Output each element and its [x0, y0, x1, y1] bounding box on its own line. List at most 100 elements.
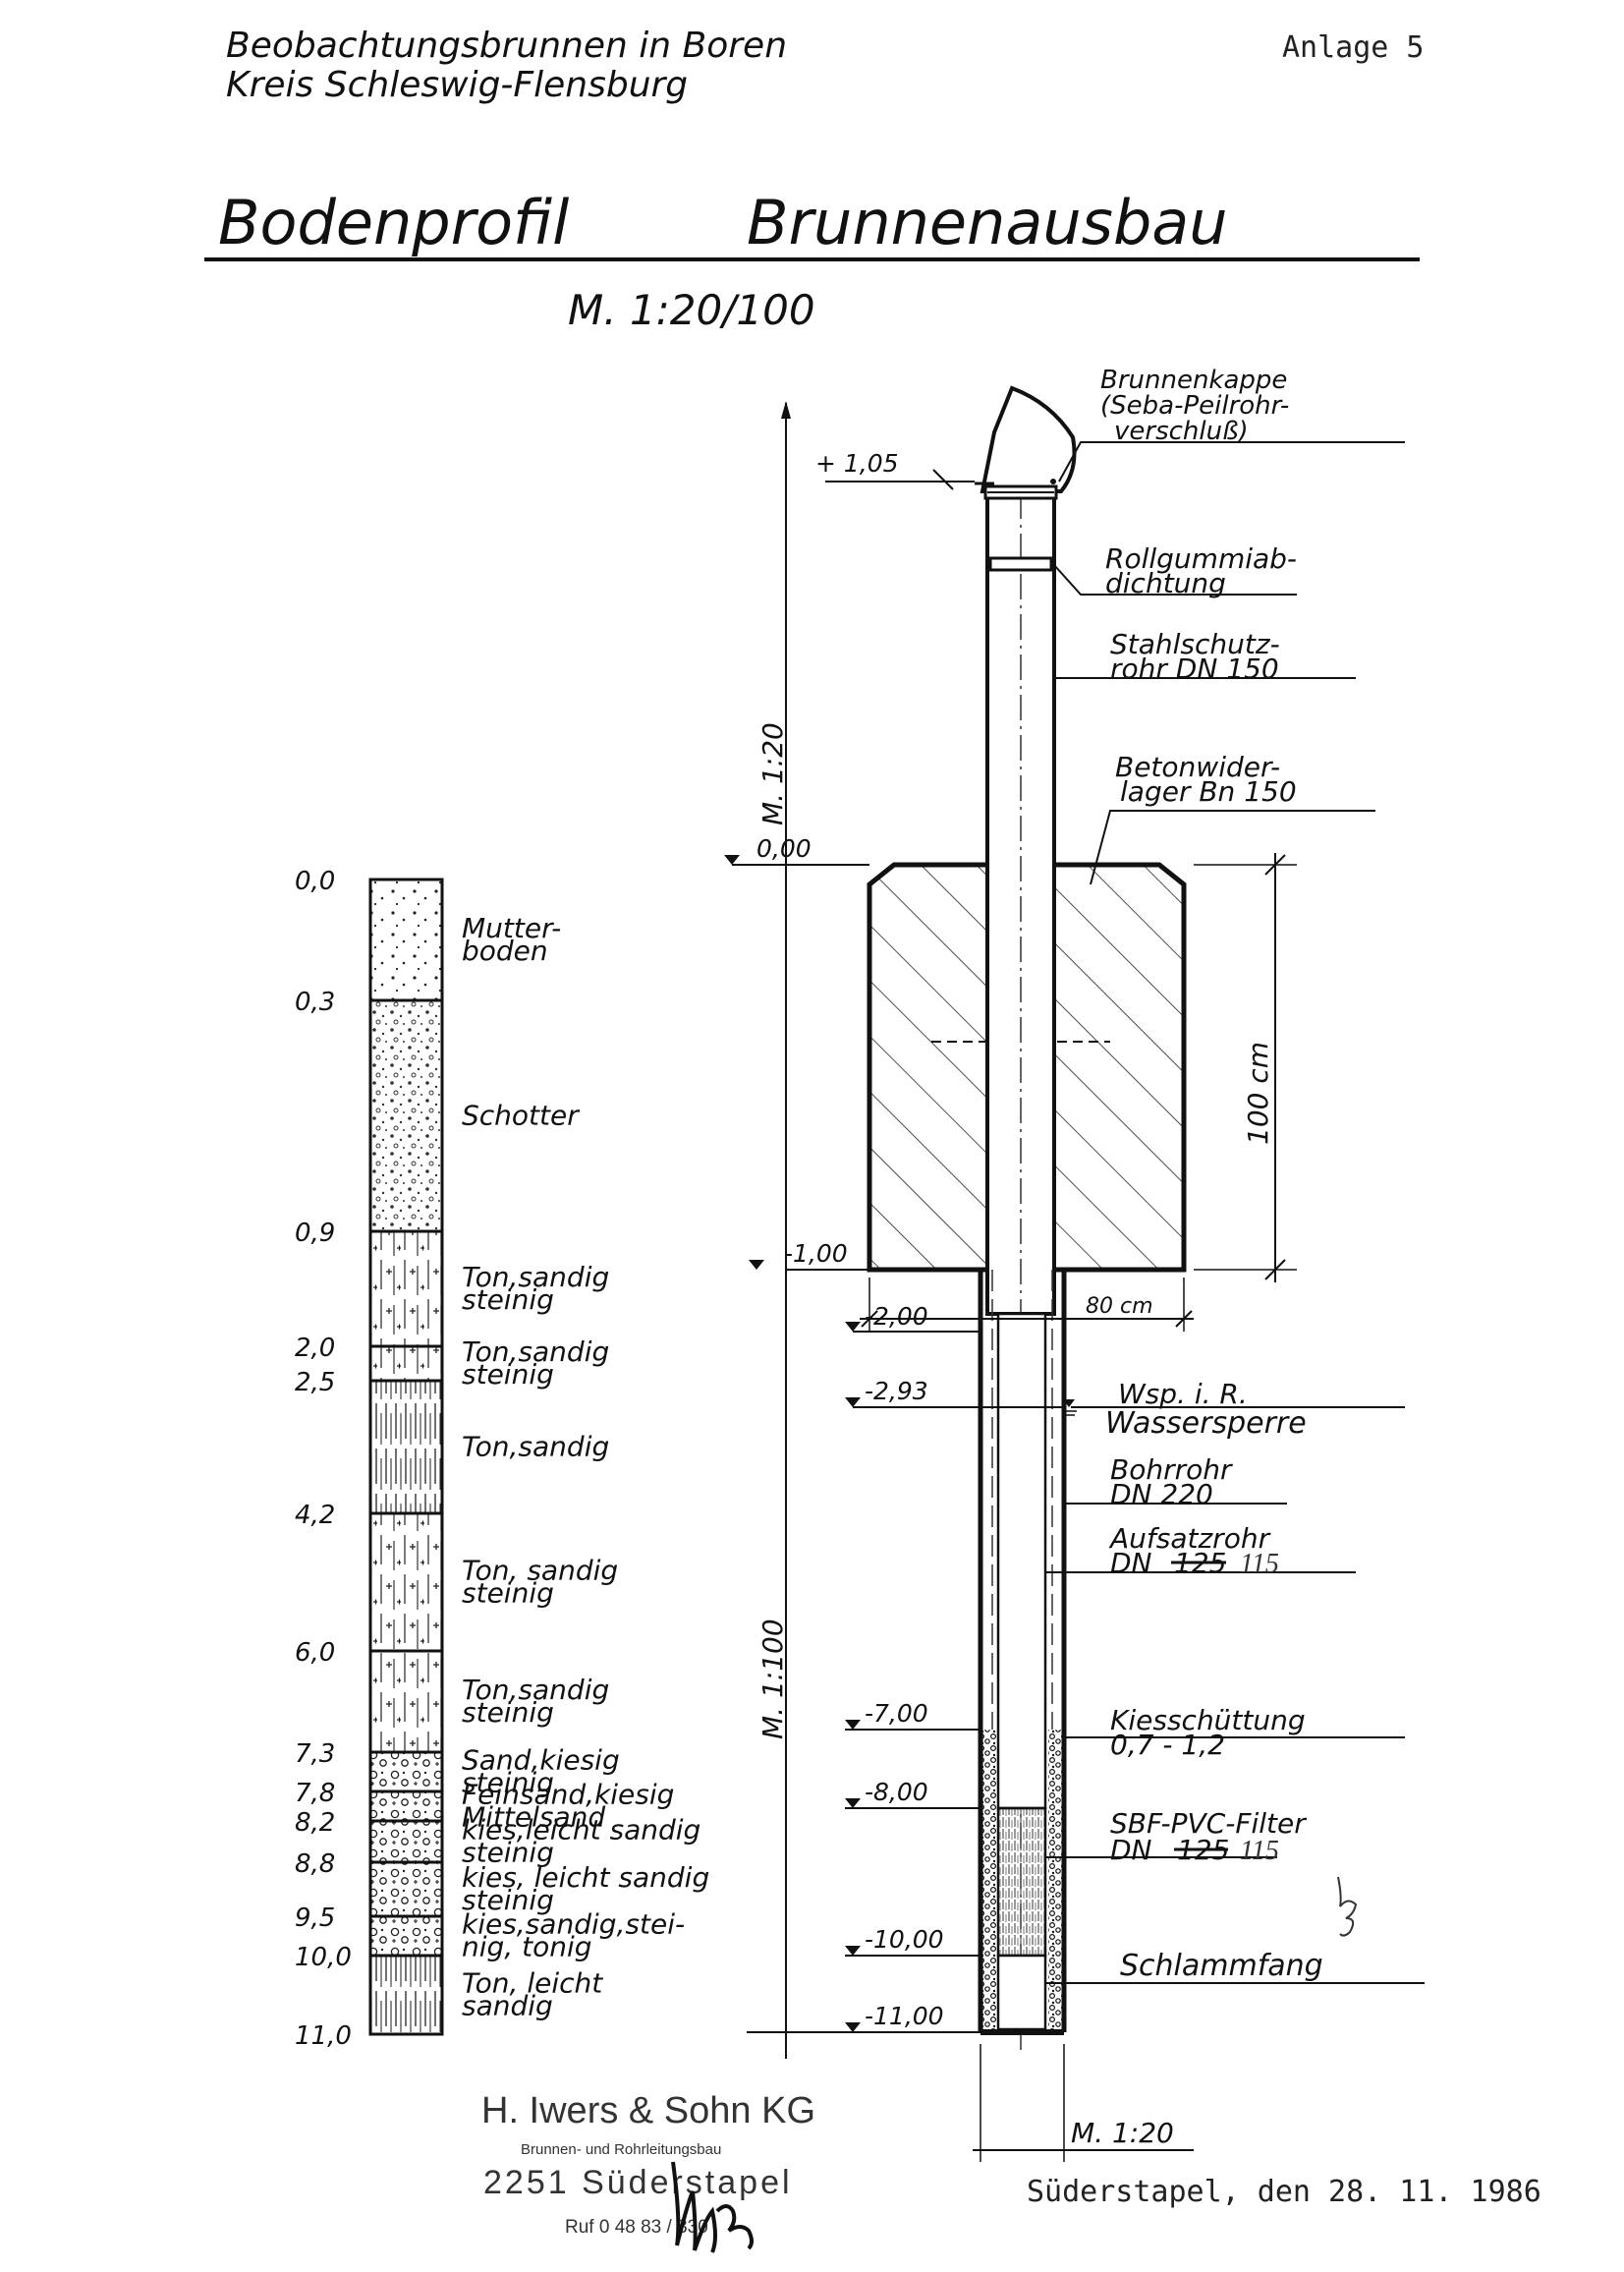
callout-filter: SBF-PVC-Filter	[1110, 1807, 1307, 1840]
level-minus-200: -2,00	[865, 1302, 928, 1331]
callouts: Brunnenkappe (Seba-Peilrohr- verschluß) …	[1100, 366, 1358, 1983]
callout-filter-dn: DN 125 115	[1110, 1834, 1279, 1866]
company-stamp: H. Iwers & Sohn KG Brunnen- und Rohrleit…	[481, 2090, 815, 2253]
soil-layer	[368, 1789, 444, 1823]
callout-water-barrier: Wassersperre	[1105, 1406, 1307, 1441]
rubber-seal	[988, 556, 1053, 572]
depth-label: 0,3	[295, 988, 335, 1017]
dim-width-label: 80 cm	[1086, 1294, 1153, 1319]
depth-label: 7,3	[295, 1739, 335, 1769]
soil-layer	[368, 1860, 444, 1918]
scale-upper: M. 1:20	[756, 722, 789, 825]
stamp-company: H. Iwers & Sohn KG	[481, 2090, 815, 2131]
callout-sump: Schlammfang	[1120, 1949, 1323, 1983]
depth-label: 9,5	[295, 1903, 335, 1933]
soil-layer-label: Schotter	[462, 1100, 580, 1132]
level-minus-1000: -10,00	[865, 1925, 944, 1954]
callout-riser-dn: DN 125 115	[1110, 1547, 1279, 1579]
callout-gravel-pack: Kiesschüttung 0,7 - 1,2	[1110, 1704, 1315, 1761]
level-minus-293: -2,93	[865, 1377, 928, 1405]
soil-layer	[368, 1344, 444, 1383]
soil-layer	[368, 878, 444, 1002]
title: Bodenprofil Brunnenausbau M. 1:20/100	[204, 187, 1420, 334]
well-drawing: M. 1:20 M. 1:100	[724, 385, 1425, 2162]
level-markers	[724, 469, 1064, 2033]
level-labels: + 1,05 0,00 -1,00 -2,00 -2,93 -7,00 -8,0…	[756, 449, 944, 2030]
riser-pipe	[996, 1312, 1047, 1810]
depth-label: 6,0	[295, 1638, 335, 1668]
soil-layer	[368, 1379, 444, 1515]
water-table-mark	[1063, 1399, 1077, 1416]
drawing-scale: M. 1:20/100	[568, 286, 815, 334]
soil-layer	[368, 1914, 444, 1958]
annex-label: Anlage 5	[1282, 30, 1425, 65]
well-cap	[975, 385, 1077, 500]
header-line-2: Kreis Schleswig-Flensburg	[226, 65, 688, 105]
header: Beobachtungsbrunnen in Boren Kreis Schle…	[226, 26, 1425, 105]
depth-label: 10,0	[295, 1943, 352, 1972]
handwritten-initials	[1337, 1876, 1358, 1937]
soil-layer	[368, 1750, 444, 1793]
soil-layer	[368, 1229, 444, 1348]
level-minus-700: -7,00	[865, 1699, 928, 1728]
depth-label: 2,0	[295, 1334, 335, 1363]
callout-leaders	[1045, 441, 1425, 1984]
filter-pipe	[996, 1806, 1047, 1958]
depth-label: 8,8	[295, 1849, 335, 1879]
svg-text:DN: DN	[1110, 1547, 1152, 1579]
depth-label: 8,2	[295, 1808, 335, 1838]
dimension-width: 80 cm	[860, 1278, 1194, 1332]
scale-lower: M. 1:100	[756, 1619, 789, 1739]
level-plus-105: + 1,05	[815, 449, 899, 478]
level-000: 0,00	[756, 834, 812, 863]
soil-layer	[368, 1954, 444, 2036]
place-date: Süderstapel, den 28. 11. 1986	[1027, 2175, 1541, 2209]
signature	[671, 2161, 754, 2253]
svg-text:DN: DN	[1110, 1834, 1152, 1866]
depth-label: 7,8	[295, 1779, 335, 1808]
soil-layer	[368, 998, 444, 1233]
dim-height-label: 100 cm	[1242, 1042, 1274, 1145]
depth-label: 0,0	[295, 867, 335, 896]
callout-concrete: Betonwider- lager Bn 150	[1115, 751, 1297, 808]
title-well-construction: Brunnenausbau	[747, 187, 1228, 258]
soil-layer-label: Mutter-boden	[462, 912, 561, 967]
gravel-pack-right	[1048, 1730, 1062, 2029]
stamp-phone: Ruf 0 48 83 / 330	[565, 2217, 708, 2238]
sump-pipe	[996, 1954, 1047, 2031]
callout-riser-pipe: Aufsatzrohr	[1108, 1522, 1271, 1555]
header-line-1: Beobachtungsbrunnen in Boren	[226, 26, 787, 66]
title-soil-profile: Bodenprofil	[218, 187, 569, 258]
depth-label: 0,9	[295, 1219, 335, 1248]
dimension-bottom: M. 1:20	[973, 2044, 1194, 2162]
filter-dn-new: 115	[1240, 1836, 1279, 1866]
dimension-height: 100 cm	[1194, 853, 1297, 1282]
soil-layer	[368, 1649, 444, 1754]
scale-bottom: M. 1:20	[1071, 2117, 1174, 2149]
soil-layer-label: kies,sandig,stei-nig, tonig	[462, 1908, 685, 1963]
soil-layer	[368, 1511, 444, 1653]
stamp-subtitle: Brunnen- und Rohrleitungsbau	[521, 2141, 721, 2158]
callout-seal: Rollgummiab- dichtung	[1105, 542, 1306, 599]
callout-steel-pipe: Stahlschutz- rohr DN 150	[1110, 628, 1289, 685]
level-minus-1100: -11,00	[865, 2002, 944, 2030]
gravel-pack-left	[982, 1730, 996, 2029]
depth-label: 4,2	[295, 1501, 335, 1530]
soil-layer-label: Ton,sandig	[462, 1431, 609, 1463]
soil-layer	[368, 1819, 444, 1864]
callout-water-level: Wsp. i. R.	[1118, 1378, 1248, 1410]
level-minus-100: -1,00	[784, 1239, 848, 1268]
callout-bore-pipe: Bohrrohr DN 220	[1110, 1453, 1240, 1510]
depth-label: 2,5	[295, 1368, 335, 1397]
